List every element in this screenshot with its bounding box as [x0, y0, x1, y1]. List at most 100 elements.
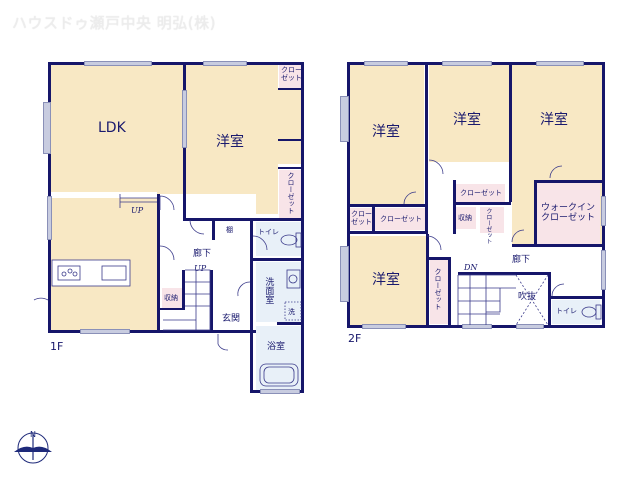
wall	[548, 272, 551, 326]
stairs-1f-main	[163, 269, 211, 331]
toilet-fixture-icon	[280, 234, 298, 246]
wall	[278, 139, 303, 141]
toilet-tank-icon	[295, 232, 302, 248]
window	[43, 102, 51, 154]
toilet-fixture-icon	[581, 306, 597, 318]
closet-b-2f[interactable]	[375, 208, 425, 230]
stairs-2f	[457, 274, 516, 325]
label-closet-d-2f: クローゼット	[484, 208, 492, 244]
wall	[250, 258, 304, 261]
wall	[448, 257, 451, 327]
label-western-2f-3: 洋室	[540, 112, 568, 128]
washbasin-icon	[286, 269, 301, 289]
wall	[278, 88, 303, 90]
storage-1f[interactable]	[162, 288, 184, 308]
wall	[347, 231, 427, 234]
void-cross	[515, 274, 549, 326]
washroom-1f[interactable]	[256, 262, 302, 322]
window	[340, 96, 349, 142]
walk-in-closet-2f[interactable]	[537, 182, 600, 244]
wall	[347, 204, 427, 207]
door-swing	[159, 195, 175, 211]
label-western-1f: 洋室	[216, 134, 244, 150]
compass-north-label: N	[30, 430, 36, 439]
label-hallway-1f: 廊下	[193, 249, 212, 259]
bathtub-icon	[259, 363, 299, 387]
window	[601, 250, 606, 290]
room-western-2f-2[interactable]	[429, 64, 509, 162]
company-watermark: ハウスドゥ瀬戸中央 明弘(株)	[12, 14, 216, 32]
label-ldk: LDK	[98, 120, 126, 136]
wall	[509, 62, 512, 202]
closet-top-1f[interactable]	[279, 64, 302, 88]
wall	[426, 234, 429, 326]
label-western-2f-4: 洋室	[372, 272, 400, 288]
closet-a-2f[interactable]	[350, 208, 372, 230]
label-closet-e-2f: クローゼット	[434, 268, 443, 310]
label-washroom-1f: 洗面室	[263, 277, 274, 304]
wall	[453, 202, 511, 205]
wall	[548, 296, 604, 299]
ldk-stair-strip	[50, 192, 157, 198]
wall	[534, 180, 537, 246]
door-swing	[237, 281, 251, 297]
door-swing	[549, 165, 563, 179]
wall	[453, 180, 456, 234]
door-swing	[189, 219, 205, 235]
window	[601, 196, 606, 226]
room-western-2f-4[interactable]	[350, 236, 426, 326]
toilet-1f[interactable]	[256, 222, 302, 256]
toilet-tank-icon	[595, 304, 602, 320]
closet-c-2f[interactable]	[455, 184, 505, 202]
bath-1f[interactable]	[256, 326, 302, 390]
walk-in-line-2: クローゼット	[541, 213, 596, 224]
wall	[250, 220, 253, 332]
basin-bowl-icon	[288, 274, 298, 284]
label-walk-in-closet-2f: ウォークイン クローゼット	[541, 203, 595, 224]
closet-side-1f[interactable]	[279, 170, 302, 218]
wall	[48, 330, 256, 333]
walk-in-line-1: ウォークイン	[541, 203, 596, 213]
label-shelf-1f: 棚	[226, 226, 233, 234]
label-western-2f-2: 洋室	[453, 112, 481, 128]
label-storage-2f: 収納	[458, 214, 472, 222]
label-closet-side-1f: クローゼット	[287, 172, 296, 214]
closet-a-text: クロー ゼット	[351, 210, 372, 227]
wall	[301, 62, 304, 392]
toilet-2f[interactable]	[552, 300, 600, 324]
door-swing	[217, 334, 229, 351]
shelf-1f[interactable]	[214, 222, 248, 240]
label-bath-1f: 浴室	[267, 342, 286, 352]
window	[80, 329, 130, 334]
closet-e-2f[interactable]	[430, 260, 448, 324]
room-western-1f[interactable]	[186, 64, 278, 214]
stairs-down-label: DN	[464, 263, 478, 272]
sink-icon	[101, 265, 127, 281]
label-entrance-1f: 玄関	[222, 314, 241, 324]
label-hallway-2f: 廊下	[512, 255, 531, 265]
room-western-2f-1[interactable]	[350, 64, 424, 206]
wall	[425, 62, 428, 234]
door-swing	[551, 283, 565, 297]
label-void-2f: 吹抜	[518, 292, 537, 302]
door-swing	[33, 297, 49, 301]
label-storage-1f: 収納	[164, 294, 178, 302]
window	[260, 389, 300, 394]
storage-2f[interactable]	[456, 207, 476, 229]
closet-d-2f[interactable]	[480, 207, 504, 233]
window	[462, 324, 492, 329]
door-swing	[428, 159, 444, 175]
door-swing	[252, 235, 268, 251]
label-closet-c-2f: クローゼット	[460, 189, 502, 197]
label-western-2f-1: 洋室	[372, 124, 400, 140]
window	[182, 90, 187, 148]
entrance-1f[interactable]	[214, 296, 250, 334]
wall	[182, 270, 185, 310]
floor-label-2f: 2F	[348, 332, 362, 345]
floor-label-1f: 1F	[50, 340, 64, 353]
wall	[278, 167, 303, 169]
stove-icon	[57, 265, 81, 281]
stairs-1f	[119, 194, 157, 208]
label-toilet-1f: トイレ	[258, 228, 279, 236]
